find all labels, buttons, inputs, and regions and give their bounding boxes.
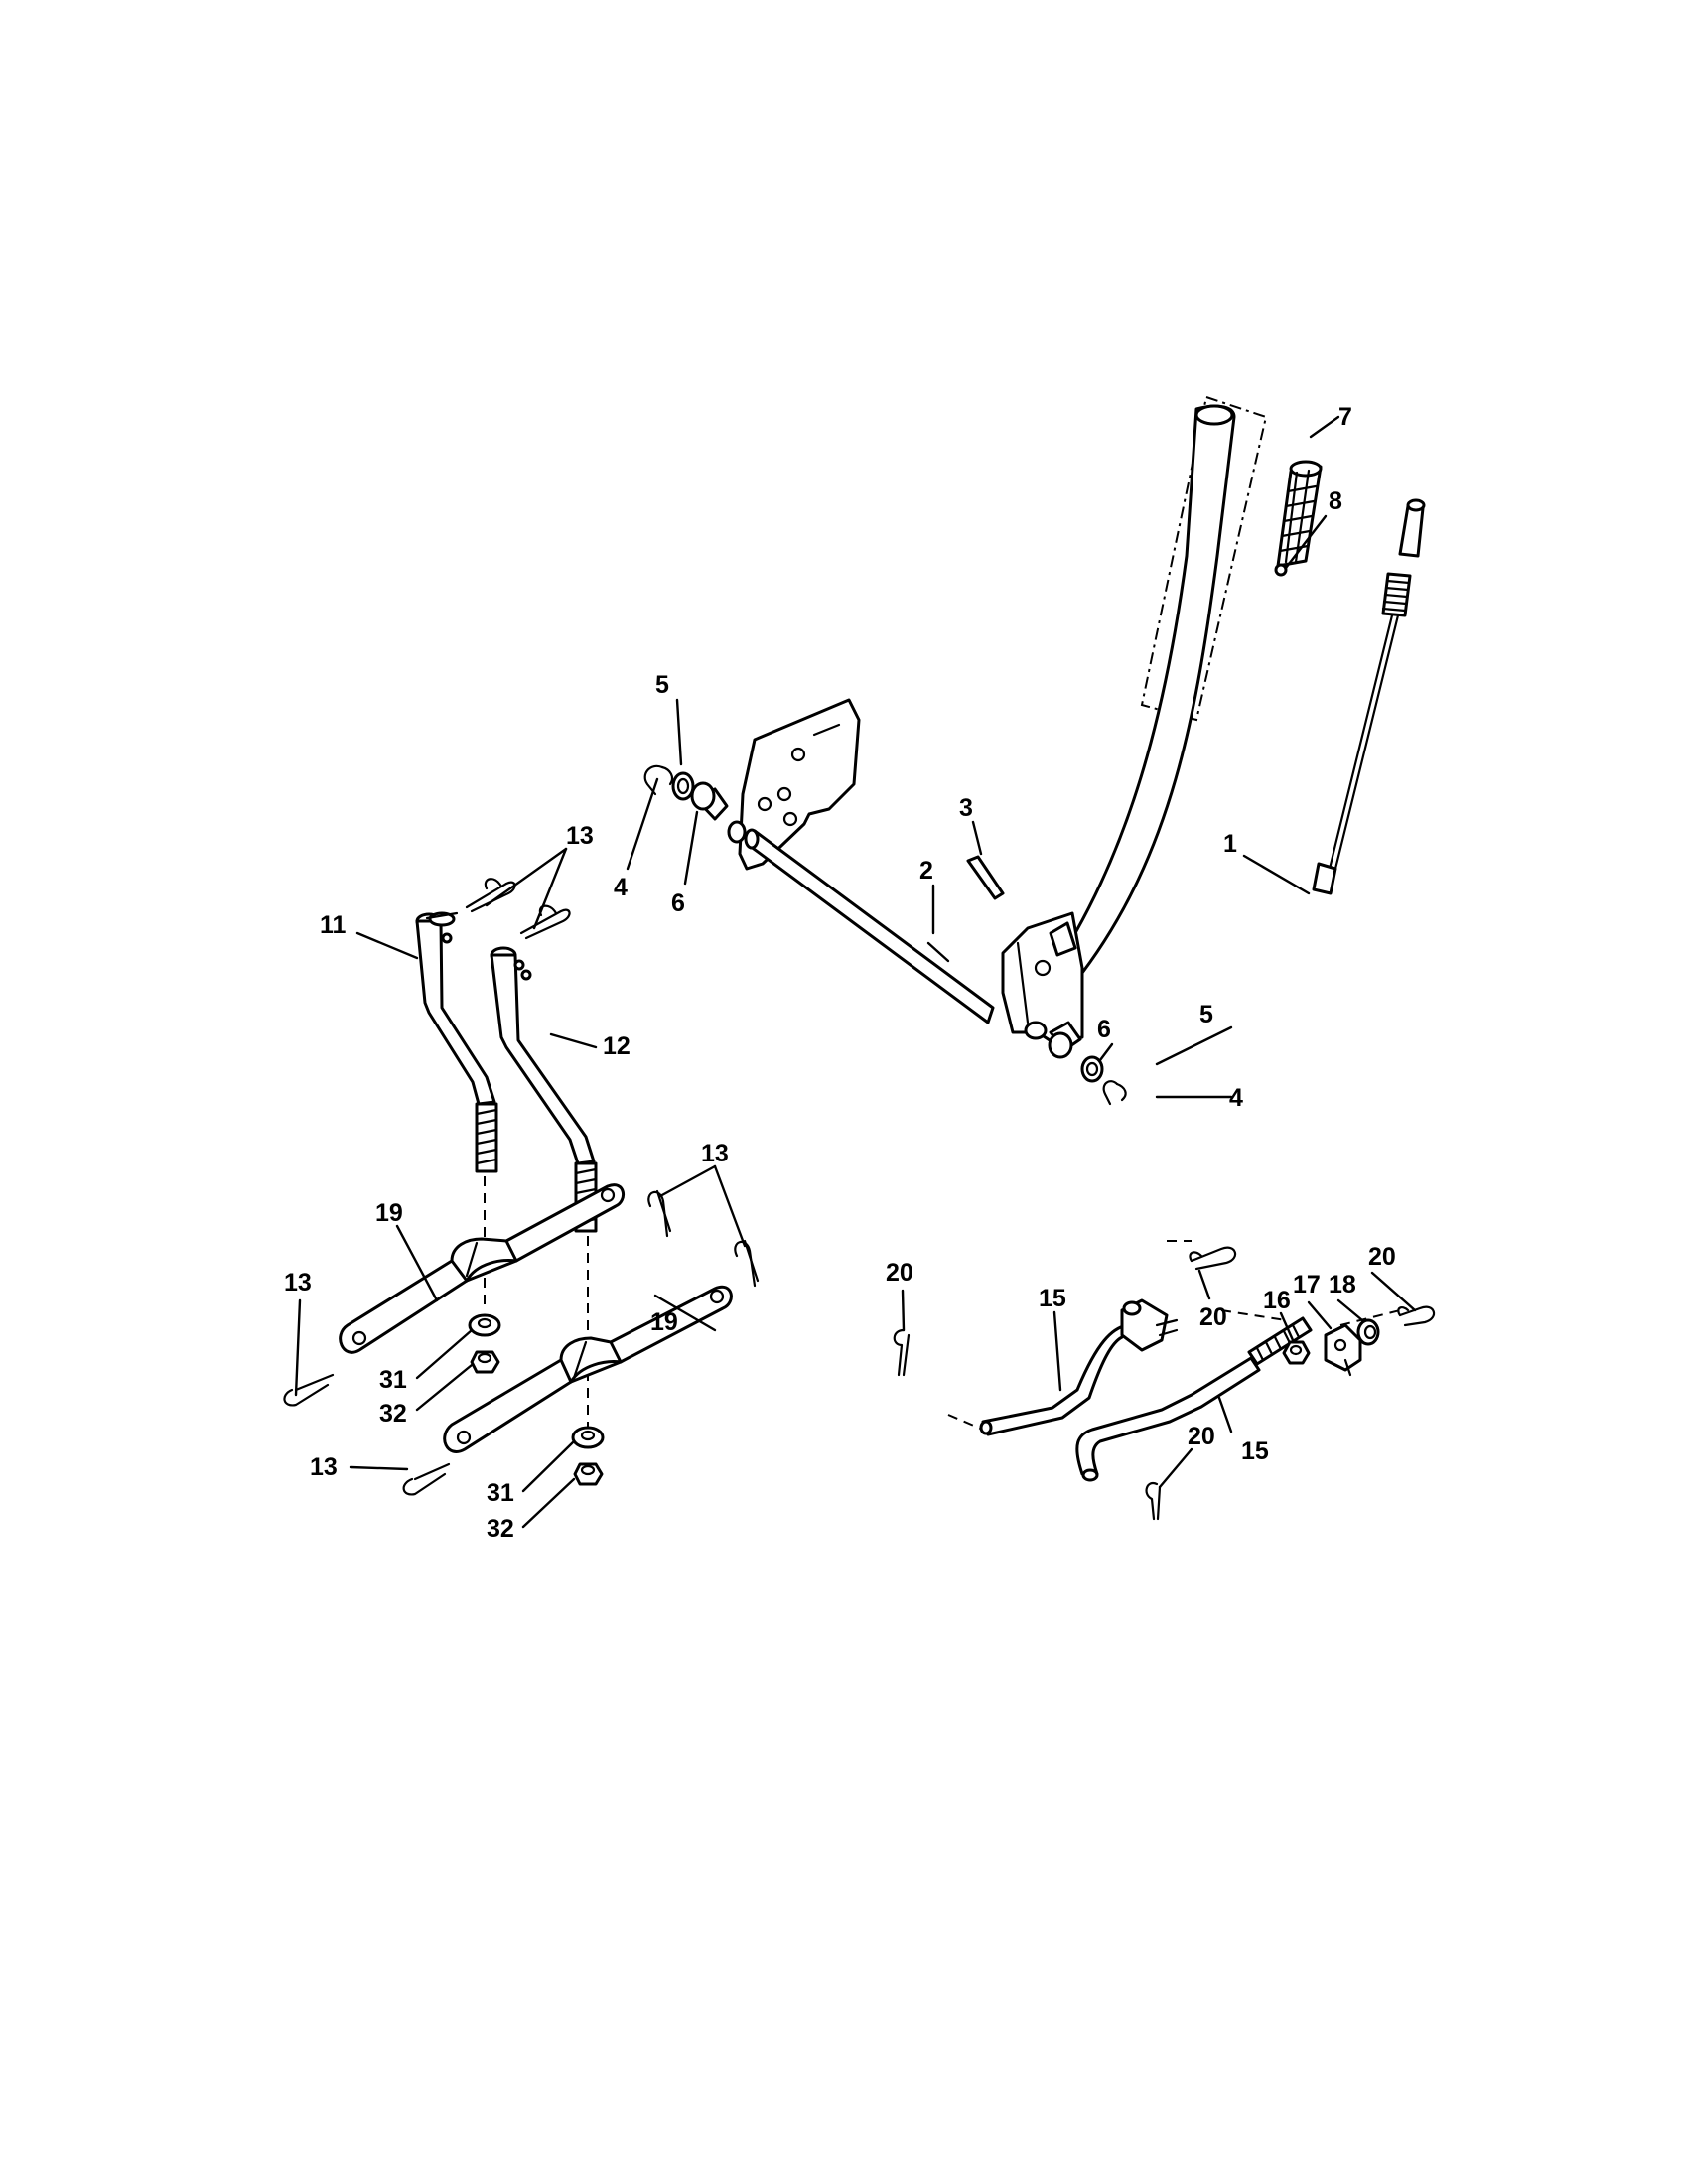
adjuster-hardware xyxy=(1282,1318,1380,1377)
assembly-axes xyxy=(484,1176,1401,1431)
callout-7: 7 xyxy=(1338,403,1352,431)
right-lift-link xyxy=(490,946,598,1233)
deck-link-lower xyxy=(1075,1316,1313,1482)
callout-1: 1 xyxy=(1223,830,1237,858)
left-retainer-set xyxy=(643,764,729,821)
hairpin-clips-top xyxy=(465,878,571,940)
deck-link-upper xyxy=(979,1298,1179,1436)
callout-12: 12 xyxy=(603,1032,631,1060)
callout-32-upper: 32 xyxy=(379,1400,407,1428)
callout-4-right: 4 xyxy=(1229,1084,1243,1112)
callout-5-right: 5 xyxy=(1199,1001,1213,1028)
leader-lines xyxy=(294,415,1417,1529)
callout-4-left: 4 xyxy=(614,874,628,901)
callout-labels: 1 2 3 4 5 6 6 5 4 7 8 11 12 13 13 13 13 … xyxy=(284,403,1396,1543)
callout-18: 18 xyxy=(1329,1271,1356,1298)
callout-20-left: 20 xyxy=(886,1259,913,1287)
callout-15-lower: 15 xyxy=(1241,1437,1269,1465)
callout-6-right: 6 xyxy=(1097,1016,1111,1043)
callout-6-left: 6 xyxy=(671,889,685,917)
callout-15-upper: 15 xyxy=(1039,1285,1066,1312)
callout-31-upper: 31 xyxy=(379,1366,407,1394)
handle-lever-assembly xyxy=(1001,396,1268,1044)
rod-clips xyxy=(893,1246,1436,1521)
washers-and-nuts xyxy=(468,1313,605,1486)
callout-17: 17 xyxy=(1293,1271,1321,1298)
callout-13-bottom: 13 xyxy=(310,1453,338,1481)
callout-5-left: 5 xyxy=(655,671,669,699)
lift-arm-upper xyxy=(339,1183,625,1354)
callout-16: 16 xyxy=(1263,1287,1291,1314)
callout-13-right: 13 xyxy=(701,1140,729,1167)
lift-rod xyxy=(1312,498,1426,895)
callout-13-top: 13 xyxy=(566,822,594,850)
callout-3: 3 xyxy=(959,794,973,822)
pin xyxy=(966,855,1005,900)
callout-31-lower: 31 xyxy=(487,1479,514,1507)
callout-20-bottom: 20 xyxy=(1188,1423,1215,1450)
callout-19-lower: 19 xyxy=(650,1308,678,1336)
lift-arm-lower xyxy=(443,1285,733,1453)
grip xyxy=(1274,460,1323,577)
hairpin-clips-lower xyxy=(283,1189,760,1496)
callout-13-left: 13 xyxy=(284,1269,312,1297)
callout-20-middle: 20 xyxy=(1199,1303,1227,1331)
right-retainer-set xyxy=(1048,1021,1127,1106)
left-lift-link xyxy=(415,911,498,1173)
callout-19-upper: 19 xyxy=(375,1199,403,1227)
callout-20-right: 20 xyxy=(1368,1243,1396,1271)
callout-2: 2 xyxy=(919,857,933,885)
mount-plate-and-shaft xyxy=(727,698,1048,1040)
callout-32-lower: 32 xyxy=(487,1515,514,1543)
callout-8: 8 xyxy=(1329,487,1342,515)
callout-11: 11 xyxy=(320,911,347,939)
